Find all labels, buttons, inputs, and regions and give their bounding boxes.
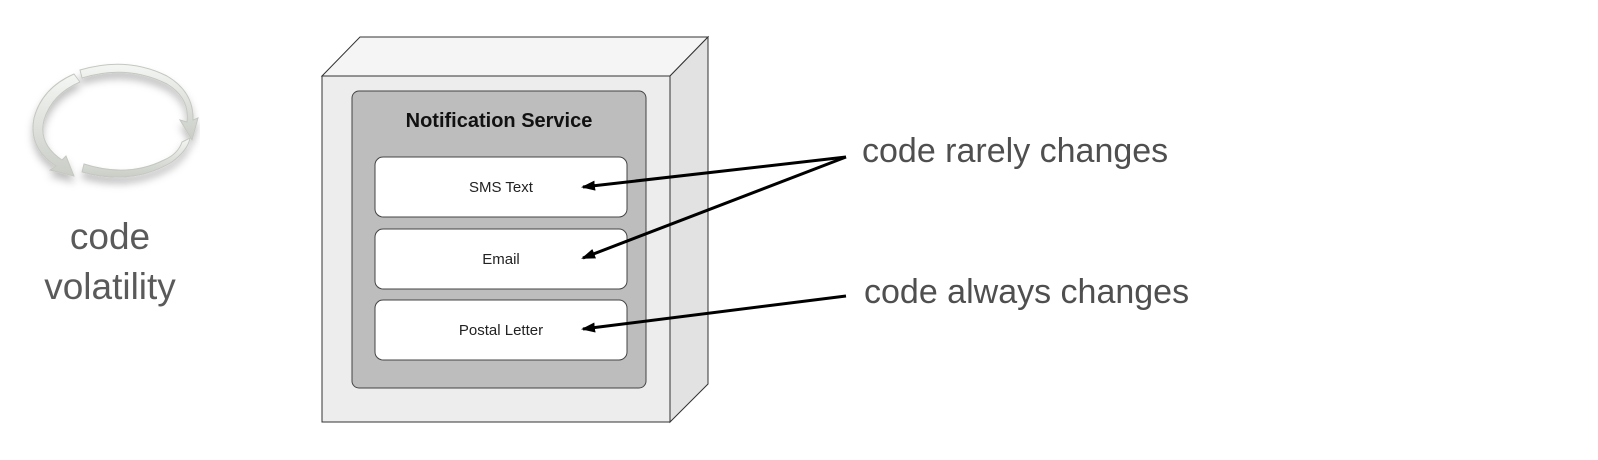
- legend-caption-line2: volatility: [44, 266, 176, 307]
- refresh-cycle-icon: [32, 63, 199, 178]
- legend-caption: code volatility: [10, 212, 210, 312]
- box-side-face: [669, 35, 709, 424]
- channel-sms-text: SMS Text: [469, 178, 533, 196]
- channel-postal-letter: Postal Letter: [458, 321, 544, 339]
- volatility-legend: code volatility: [0, 0, 220, 460]
- note-code-always-changes: code always changes: [864, 273, 1190, 311]
- legend-caption-line1: code: [69, 216, 151, 257]
- channel-box-email: [374, 228, 628, 290]
- arrow-rarely-to-email: [581, 155, 847, 260]
- note-code-rarely-changes: code rarely changes: [862, 132, 1169, 170]
- box-top-face: [320, 36, 710, 77]
- arrow-rarely-to-sms: [581, 155, 847, 191]
- channel-box-postal: [374, 299, 628, 361]
- channel-email: Email: [482, 250, 520, 268]
- arrow-always-to-postal: [581, 294, 847, 333]
- service-title: Notification Service: [405, 110, 593, 132]
- channel-box-sms: [374, 156, 628, 218]
